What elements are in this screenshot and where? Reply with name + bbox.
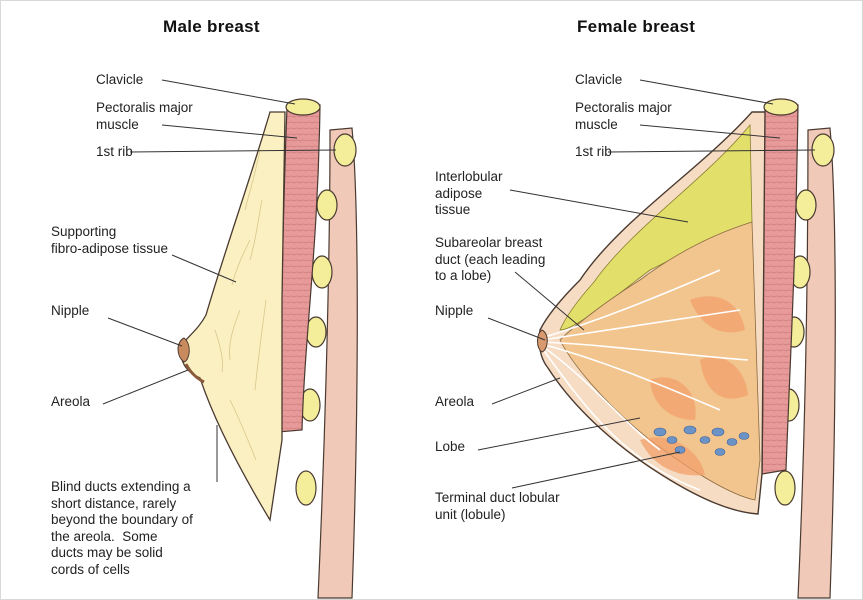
male-areola xyxy=(184,363,205,384)
male-label-1st-rib: 1st rib xyxy=(96,144,133,159)
male-nipple xyxy=(177,337,190,363)
female-label-pectoralis: Pectoralis major muscle xyxy=(575,100,672,132)
female-nipple xyxy=(537,329,548,353)
male-label-clavicle: Clavicle xyxy=(96,72,144,87)
female-label-subareolar: Subareolar breast duct (each leading to … xyxy=(435,235,546,283)
male-breast-title: Male breast xyxy=(163,17,260,36)
female-ducts xyxy=(541,269,749,491)
female-label-interlobular: Interlobular adipose tissue xyxy=(435,169,503,217)
male-ribs xyxy=(295,133,357,506)
female-label-lobe: Lobe xyxy=(435,439,466,454)
male-label-pectoralis: Pectoralis major muscle xyxy=(96,100,193,132)
male-fibrous-strands xyxy=(214,149,267,461)
female-breast-title: Female breast xyxy=(577,17,696,36)
female-clavicle xyxy=(763,98,799,116)
female-label-tdlu: Terminal duct lobular unit (lobule) xyxy=(435,490,560,522)
female-label-areola: Areola xyxy=(435,394,475,409)
female-label-nipple: Nipple xyxy=(435,303,474,318)
female-label-1st-rib: 1st rib xyxy=(575,144,612,159)
male-label-blind-ducts: Blind ducts extending a short distance, … xyxy=(51,479,193,577)
female-lobules xyxy=(653,425,750,456)
male-label-nipple: Nipple xyxy=(51,303,90,318)
female-label-clavicle: Clavicle xyxy=(575,72,623,87)
male-label-areola: Areola xyxy=(51,394,91,409)
male-leader-lines xyxy=(102,79,337,405)
male-breast-illustration xyxy=(177,98,358,599)
male-label-fibro-adipose: Supporting fibro-adipose tissue xyxy=(51,224,169,256)
female-leader-lines xyxy=(477,79,816,489)
male-clavicle xyxy=(285,98,321,116)
male-fat-tissue xyxy=(180,111,286,522)
female-breast-illustration xyxy=(537,98,836,599)
